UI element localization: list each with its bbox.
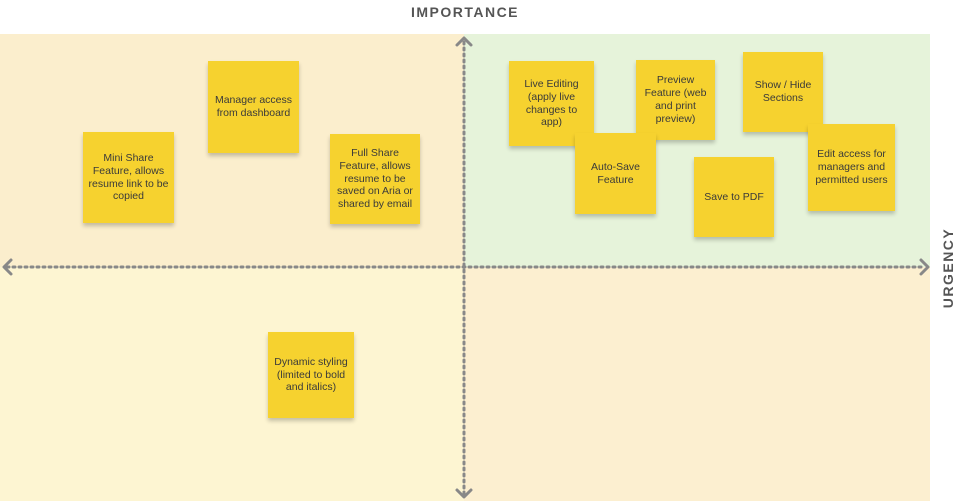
note-text: Mini Share Feature, allows resume link t… xyxy=(88,151,169,203)
note-text: Full Share Feature, allows resume to be … xyxy=(337,147,413,211)
sticky-note[interactable]: Show / Hide Sections xyxy=(743,52,823,132)
sticky-note[interactable]: Mini Share Feature, allows resume link t… xyxy=(83,132,174,223)
arrow-right-icon xyxy=(919,258,930,276)
quadrant-bottom-right xyxy=(464,267,930,501)
sticky-note[interactable]: Save to PDF xyxy=(694,157,774,237)
note-text: Preview Feature (web and print preview) xyxy=(644,74,707,125)
arrow-left-icon xyxy=(2,258,13,276)
sticky-note[interactable]: Dynamic styling (limited to bold and ita… xyxy=(268,332,354,418)
sticky-note[interactable]: Edit access for managers and permitted u… xyxy=(808,124,895,211)
arrow-up-icon xyxy=(455,36,473,47)
sticky-note[interactable]: Manager access from dashboard xyxy=(208,61,299,153)
note-text: Manager access from dashboard xyxy=(214,94,293,119)
note-text: Save to PDF xyxy=(704,190,764,203)
sticky-note[interactable]: Auto-Save Feature xyxy=(575,133,656,214)
note-text: Auto-Save Feature xyxy=(590,160,641,186)
sticky-note[interactable]: Full Share Feature, allows resume to be … xyxy=(330,134,420,224)
arrow-down-icon xyxy=(455,488,473,499)
note-text: Show / Hide Sections xyxy=(754,79,812,104)
importance-axis-label: IMPORTANCE xyxy=(410,4,520,20)
sticky-note[interactable]: Preview Feature (web and print preview) xyxy=(636,60,715,140)
note-text: Edit access for managers and permitted u… xyxy=(815,148,888,186)
sticky-note[interactable]: Live Editing (apply live changes to app) xyxy=(509,61,594,146)
note-text: Live Editing (apply live changes to app) xyxy=(524,77,579,129)
quadrant-bottom-left xyxy=(0,267,464,501)
note-text: Dynamic styling (limited to bold and ita… xyxy=(274,355,348,394)
